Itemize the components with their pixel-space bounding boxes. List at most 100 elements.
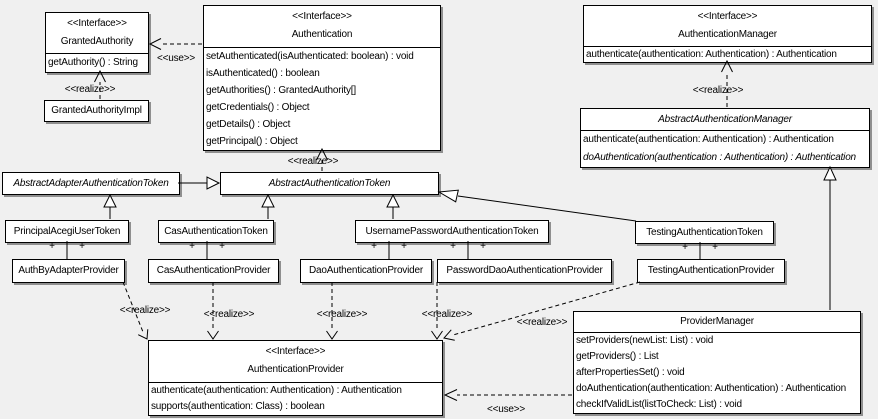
class-principal-acegi-user-token[interactable]: PrincipalAcegiUserToken xyxy=(5,220,129,243)
edge-gen-testing-token-extends-abstract-token[interactable] xyxy=(437,189,637,222)
class-provider-manager[interactable]: ProviderManager setProviders(newList: Lis… xyxy=(573,311,861,414)
method-label: getCredentials() : Object xyxy=(206,102,310,113)
edge-realize-auth-by-adapter-provider[interactable]: <<realize>> xyxy=(120,281,171,340)
class-name: AuthByAdapterProvider xyxy=(18,265,119,276)
edge-stereotype-label: <<realize>> xyxy=(317,309,368,320)
method-label: doAuthentication(authentication : Authen… xyxy=(583,152,856,163)
edge-stereotype-label: <<realize>> xyxy=(288,156,339,167)
method-label: setAuthenticated(isAuthenticated: boolea… xyxy=(206,51,414,62)
class-testing-authentication-provider[interactable]: TestingAuthenticationProvider xyxy=(637,259,785,283)
class-name: AbstractAdapterAuthenticationToken xyxy=(13,178,169,189)
edge-realize-abstract-token-authentication[interactable]: <<realize>> xyxy=(288,147,339,171)
edge-use-authentication-granted-authority[interactable]: <<use>> xyxy=(148,38,202,65)
edge-assoc-cas-token-cas-provider[interactable]: ++ xyxy=(189,241,225,259)
methods-compartment: authenticate(authentication: Authenticat… xyxy=(584,46,871,62)
triangle-arrowhead-icon xyxy=(823,165,837,181)
class-name: PasswordDaoAuthenticationProvider xyxy=(446,265,603,276)
methods-compartment: getAuthority() : String xyxy=(46,53,148,72)
edge-realize-password-dao-provider[interactable]: <<realize>> xyxy=(422,282,473,340)
stereotype-label: <<Interface>> xyxy=(265,346,326,357)
class-testing-authentication-token[interactable]: TestingAuthenticationToken xyxy=(635,221,774,244)
edge-assoc-principal-auth-by-adapter[interactable]: ++ xyxy=(49,241,85,259)
class-auth-by-adapter-provider[interactable]: AuthByAdapterProvider xyxy=(12,259,125,283)
class-name: DaoAuthenticationProvider xyxy=(309,265,423,276)
class-abstract-adapter-authentication-token[interactable]: AbstractAdapterAuthenticationToken xyxy=(2,172,180,195)
class-dao-authentication-provider[interactable]: DaoAuthenticationProvider xyxy=(300,259,432,283)
class-name: TestingAuthenticationProvider xyxy=(647,265,775,276)
class-authentication[interactable]: <<Interface>> Authentication setAuthentica… xyxy=(203,5,441,151)
class-granted-authority-impl[interactable]: GrantedAuthorityImpl xyxy=(44,100,149,122)
class-name: CasAuthenticationProvider xyxy=(156,265,271,276)
open-arrowhead-icon xyxy=(326,330,338,340)
method-label: authenticate(authentication: Authenticat… xyxy=(583,134,834,145)
class-abstract-authentication-manager[interactable]: AbstractAuthenticationManager authenticat… xyxy=(580,108,870,168)
class-name: GrantedAuthorityImpl xyxy=(51,105,142,116)
stereotype-label: <<Interface>> xyxy=(697,11,758,22)
edge-stereotype-label: <<realize>> xyxy=(204,309,255,320)
method-label: authenticate(authentication: Authenticat… xyxy=(151,385,402,396)
open-arrowhead-icon xyxy=(443,389,458,401)
edge-realize-granted-authority-impl[interactable]: <<realize>> xyxy=(65,69,116,99)
stereotype-label: <<Interface>> xyxy=(292,11,352,22)
method-label: getPrincipal() : Object xyxy=(206,136,298,147)
triangle-arrowhead-icon xyxy=(103,193,117,208)
edge-realize-abstract-manager-authentication-manager[interactable]: <<realize>> xyxy=(693,59,744,107)
edge-use-provider-manager-authentication-provider[interactable]: <<use>> xyxy=(443,389,572,416)
class-authentication-provider[interactable]: <<Interface>> AuthenticationProvider authe… xyxy=(148,340,443,416)
methods-compartment: authenticate(authentication: Authenticat… xyxy=(149,382,442,415)
class-password-dao-authentication-provider[interactable]: PasswordDaoAuthenticationProvider xyxy=(437,259,612,283)
class-abstract-authentication-token[interactable]: AbstractAuthenticationToken xyxy=(220,172,439,195)
edge-stereotype-label: <<realize>> xyxy=(422,309,473,320)
methods-compartment: setAuthenticated(isAuthenticated: boolea… xyxy=(204,47,440,150)
method-label: supports(authentication: Class) : boolea… xyxy=(151,401,325,412)
open-arrowhead-icon xyxy=(207,330,219,340)
method-label: checkIfValidList(listToCheck: List) : vo… xyxy=(576,399,742,410)
method-label: getProviders() : List xyxy=(576,351,659,362)
edge-stereotype-label: <<realize>> xyxy=(120,305,171,316)
edge-assoc-username-token-dao-provider[interactable]: ++ xyxy=(371,241,407,259)
method-label: getDetails() : Object xyxy=(206,119,291,130)
method-label: setProviders(newList: List) : void xyxy=(576,335,714,346)
open-arrowhead-icon xyxy=(148,38,162,50)
class-name: AbstractAuthenticationManager xyxy=(658,114,792,125)
triangle-arrowhead-icon xyxy=(261,193,275,208)
edge-stereotype-label: <<realize>> xyxy=(65,84,116,95)
edge-gen-username-token-extends-abstract-token[interactable] xyxy=(386,193,400,219)
edge-gen-cas-token-extends-abstract-token[interactable] xyxy=(261,193,275,219)
triangle-arrowhead-icon xyxy=(386,193,400,208)
method-label: doAuthentication(authentication: Authent… xyxy=(576,383,846,394)
edge-gen-principal-extends-adapter-token[interactable] xyxy=(103,193,117,219)
class-name: AuthenticationProvider xyxy=(247,364,344,375)
class-name: TestingAuthenticationToken xyxy=(646,227,763,238)
class-name: CasAuthenticationToken xyxy=(164,226,268,237)
edge-stereotype-label: <<use>> xyxy=(487,404,525,415)
triangle-arrowhead-icon xyxy=(437,189,459,203)
edge-assoc-testing-token-testing-provider[interactable]: ++ xyxy=(682,242,718,259)
class-username-password-authentication-token[interactable]: UsernamePasswordAuthenticationToken xyxy=(355,220,549,243)
class-name: UsernamePasswordAuthenticationToken xyxy=(365,226,539,237)
class-name: GrantedAuthority xyxy=(60,36,134,47)
method-label: authenticate(authentication: Authenticat… xyxy=(586,49,837,60)
triangle-arrowhead-icon xyxy=(206,176,221,190)
class-cas-authentication-provider[interactable]: CasAuthenticationProvider xyxy=(148,259,279,283)
method-label: getAuthorities() : GrantedAuthority[] xyxy=(206,85,356,96)
edge-gen-provider-manager-extends-abstract-manager[interactable] xyxy=(823,165,837,310)
edge-assoc-username-token-password-dao-provider[interactable]: ++ xyxy=(450,241,486,259)
edge-stereotype-label: <<realize>> xyxy=(693,85,744,96)
edge-realize-dao-provider[interactable]: <<realize>> xyxy=(317,282,368,340)
edge-stereotype-label: <<realize>> xyxy=(517,317,568,328)
edge-gen-adapter-token-extends-abstract-token[interactable] xyxy=(178,176,221,190)
open-arrowhead-icon xyxy=(431,330,443,340)
methods-compartment: authenticate(authentication: Authenticat… xyxy=(581,130,869,167)
class-name: ProviderManager xyxy=(680,316,754,327)
class-name: Authentication xyxy=(291,29,353,40)
methods-compartment: setProviders(newList: List) : void getPro… xyxy=(574,332,860,413)
class-name: AuthenticationManager xyxy=(678,29,777,40)
class-cas-authentication-token[interactable]: CasAuthenticationToken xyxy=(158,220,274,243)
class-name: PrincipalAcegiUserToken xyxy=(13,226,121,237)
class-authentication-manager[interactable]: <<Interface>> AuthenticationManager authen… xyxy=(583,5,872,63)
edge-realize-cas-provider[interactable]: <<realize>> xyxy=(204,282,255,340)
class-name: AbstractAuthenticationToken xyxy=(268,178,391,189)
